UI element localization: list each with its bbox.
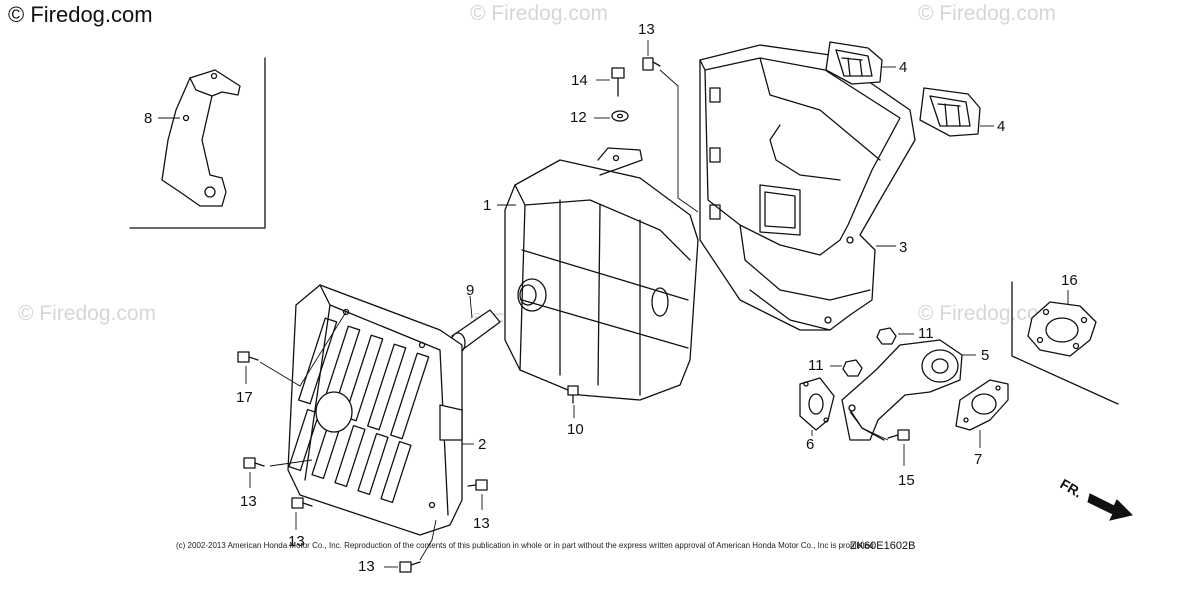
watermark-faint: © Firedog.com — [918, 2, 1057, 25]
part-13-bolt-bottom — [384, 519, 437, 573]
callout-17: 17 — [236, 389, 253, 406]
watermark-faint: © Firedog.com — [18, 302, 157, 325]
callout-4a: 4 — [899, 59, 908, 76]
callout-5: 5 — [981, 347, 990, 364]
callout-7: 7 — [974, 451, 983, 468]
part-14-bolt — [596, 67, 625, 97]
part-11-nut-upper — [876, 327, 914, 345]
callout-13-left: 13 — [240, 493, 257, 510]
callout-13-top: 13 — [638, 21, 655, 38]
part-10-bolt — [567, 385, 579, 418]
callout-16: 16 — [1061, 272, 1078, 289]
callout-11a: 11 — [918, 325, 934, 342]
diagram-code: ZK60E1602B — [850, 540, 916, 552]
part-13-bolt-left — [243, 457, 313, 488]
watermark-faint: © Firedog.com — [470, 2, 609, 25]
part-11-nut-lower — [830, 359, 863, 377]
part-1-muffler — [497, 147, 699, 401]
part-13-bolt-top — [642, 40, 699, 213]
callout-15: 15 — [898, 472, 915, 489]
part-6-gasket — [799, 377, 835, 436]
callout-13-bottom: 13 — [358, 558, 375, 575]
part-5-exhaust-pipe — [841, 339, 976, 441]
callout-2: 2 — [478, 436, 487, 453]
part-7-gasket — [955, 379, 1009, 448]
watermark-faint: © Firedog.com — [918, 302, 1057, 325]
callout-8: 8 — [144, 110, 153, 127]
watermark-main: © Firedog.com — [8, 2, 153, 27]
part-2-cover — [287, 284, 474, 536]
part-17-bolt — [237, 311, 347, 387]
callout-1: 1 — [483, 197, 492, 214]
part-16-gasket — [1011, 281, 1119, 405]
callout-14: 14 — [571, 72, 588, 89]
callout-11b: 11 — [808, 357, 824, 374]
part-15-bolt — [849, 411, 910, 466]
callout-10: 10 — [567, 421, 584, 438]
part-8-bracket — [129, 57, 266, 229]
callout-6: 6 — [806, 436, 815, 453]
part-13-bolt-bottom-left — [291, 497, 313, 530]
part-4-lower — [919, 87, 994, 137]
copyright-notice: (c) 2002-2013 American Honda Motor Co., … — [176, 541, 876, 550]
front-direction-arrow-icon — [1087, 493, 1133, 521]
callout-13-bottom-left: 13 — [288, 533, 305, 550]
callout-13-right: 13 — [473, 515, 490, 532]
callout-9: 9 — [466, 282, 475, 299]
callout-3: 3 — [899, 239, 908, 256]
callout-4b: 4 — [997, 118, 1006, 135]
part-13-bolt-right — [467, 479, 488, 510]
part-3-muffler-protector — [699, 44, 916, 331]
part-12-washer — [594, 110, 629, 122]
callout-12: 12 — [570, 109, 587, 126]
part-4-upper — [825, 41, 896, 85]
